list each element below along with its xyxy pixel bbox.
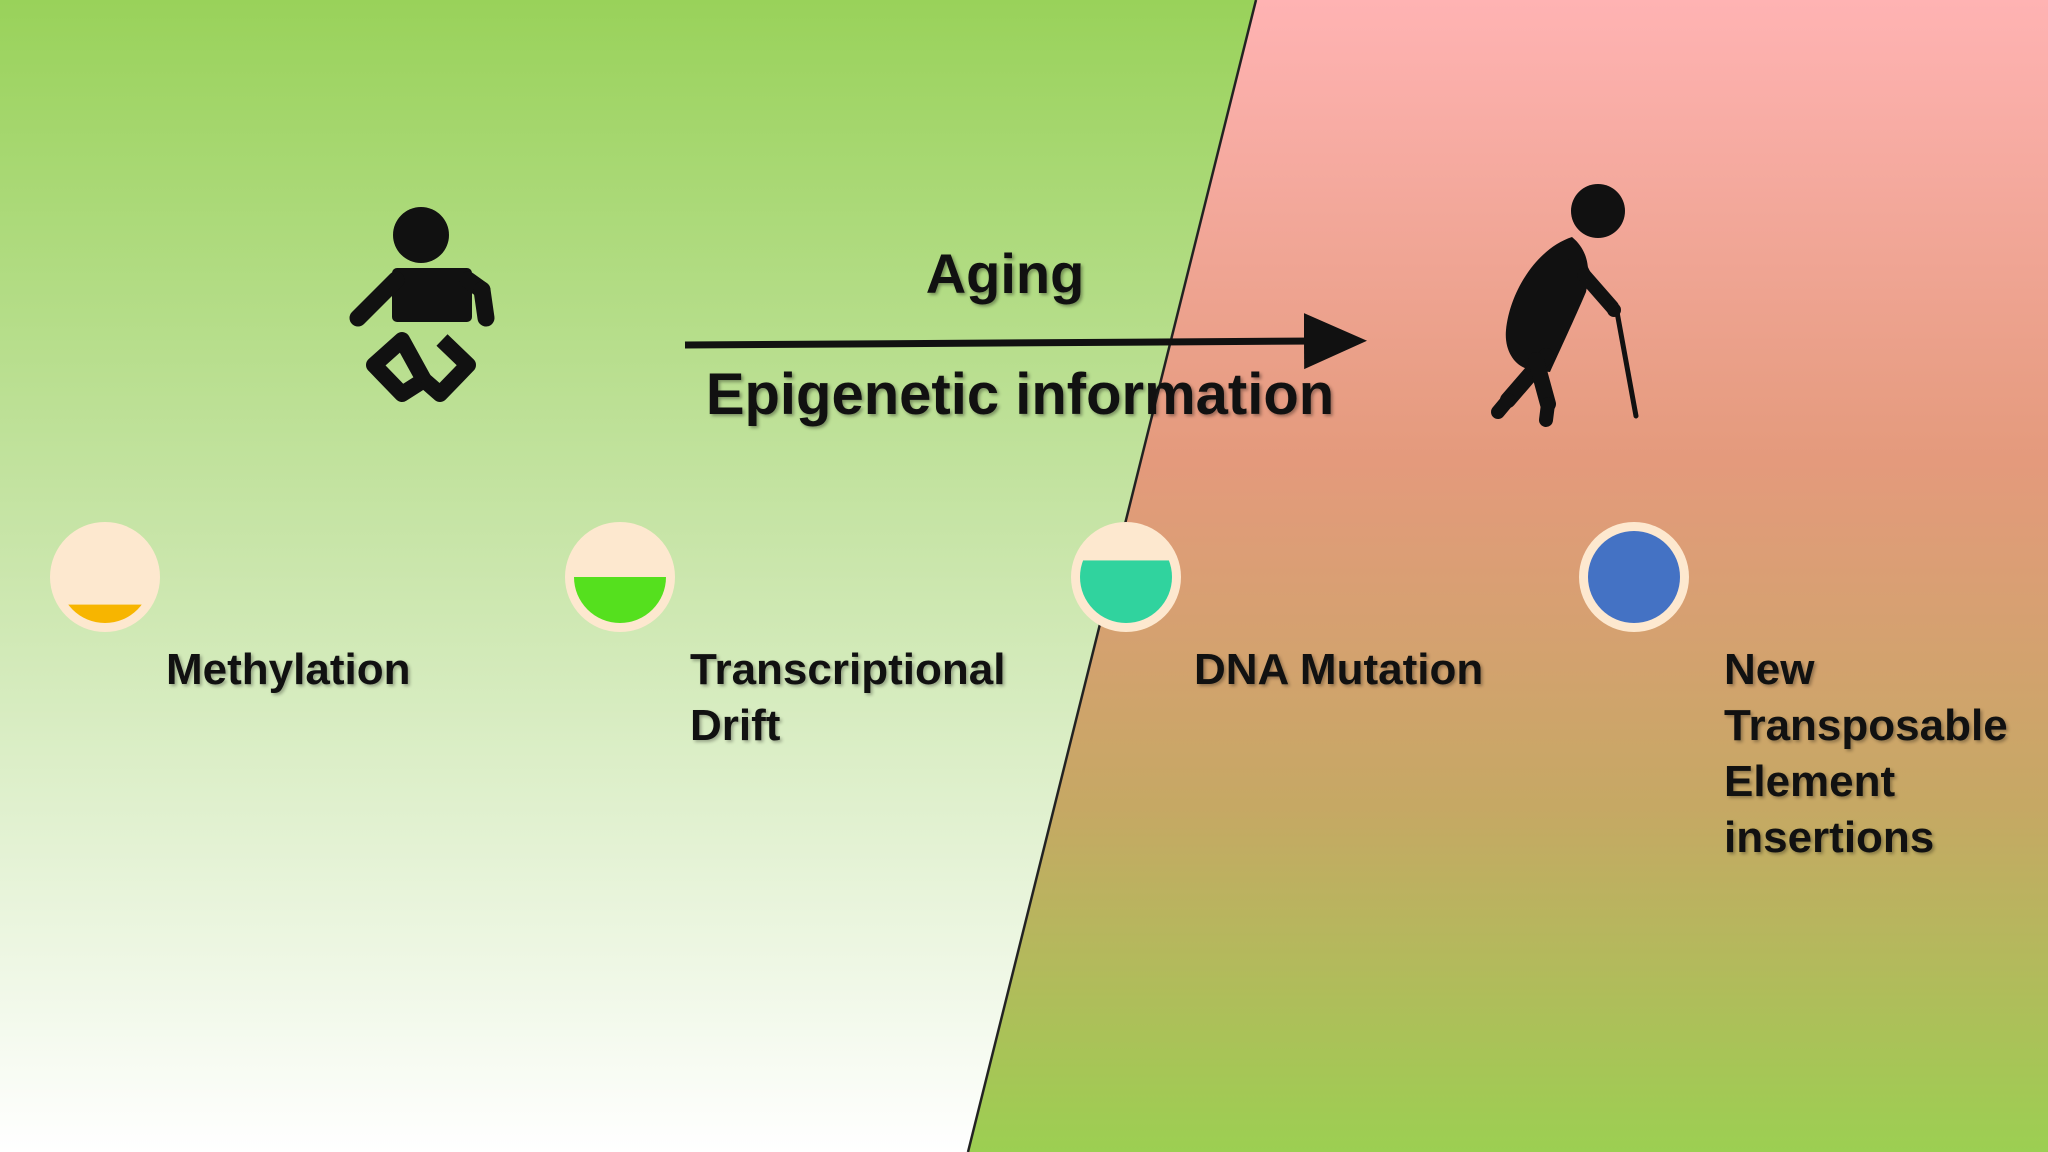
circle-fill-level: [1588, 531, 1680, 623]
marker-label-line: Transcriptional: [690, 645, 1006, 694]
circle-background: [50, 522, 160, 632]
marker-label-line: DNA Mutation: [1194, 645, 1484, 694]
marker-label-line: insertions: [1724, 813, 1935, 862]
fill-level-circle: [1579, 522, 1689, 632]
elderly-person-with-cane-icon: [1491, 184, 1639, 427]
fill-level-circle: [565, 522, 675, 632]
arrow-top-label: Aging: [925, 242, 1085, 305]
marker-label-transcriptional-drift: Transcriptional Drift: [690, 642, 1005, 754]
marker-label-dna-mutation: DNA Mutation: [1194, 642, 1483, 698]
baby-icon: [349, 207, 495, 402]
marker-label-line: New: [1724, 645, 1815, 694]
marker-label-transposable-elements: New Transposable Element insertions: [1724, 642, 2008, 866]
fill-level-circle: [50, 522, 160, 632]
marker-circles: [50, 522, 1689, 632]
old-age-region: [968, 0, 2048, 1152]
fill-level-circle: [1071, 522, 1181, 632]
marker-label-line: Element: [1724, 757, 1896, 806]
marker-label-line: Methylation: [166, 645, 411, 694]
marker-label-line: Transposable: [1724, 701, 2008, 750]
marker-label-line: Drift: [690, 701, 781, 750]
aging-arrow: [684, 313, 1367, 370]
marker-label-methylation: Methylation: [166, 642, 410, 698]
arrow-bottom-label: Epigenetic information: [705, 362, 1335, 427]
